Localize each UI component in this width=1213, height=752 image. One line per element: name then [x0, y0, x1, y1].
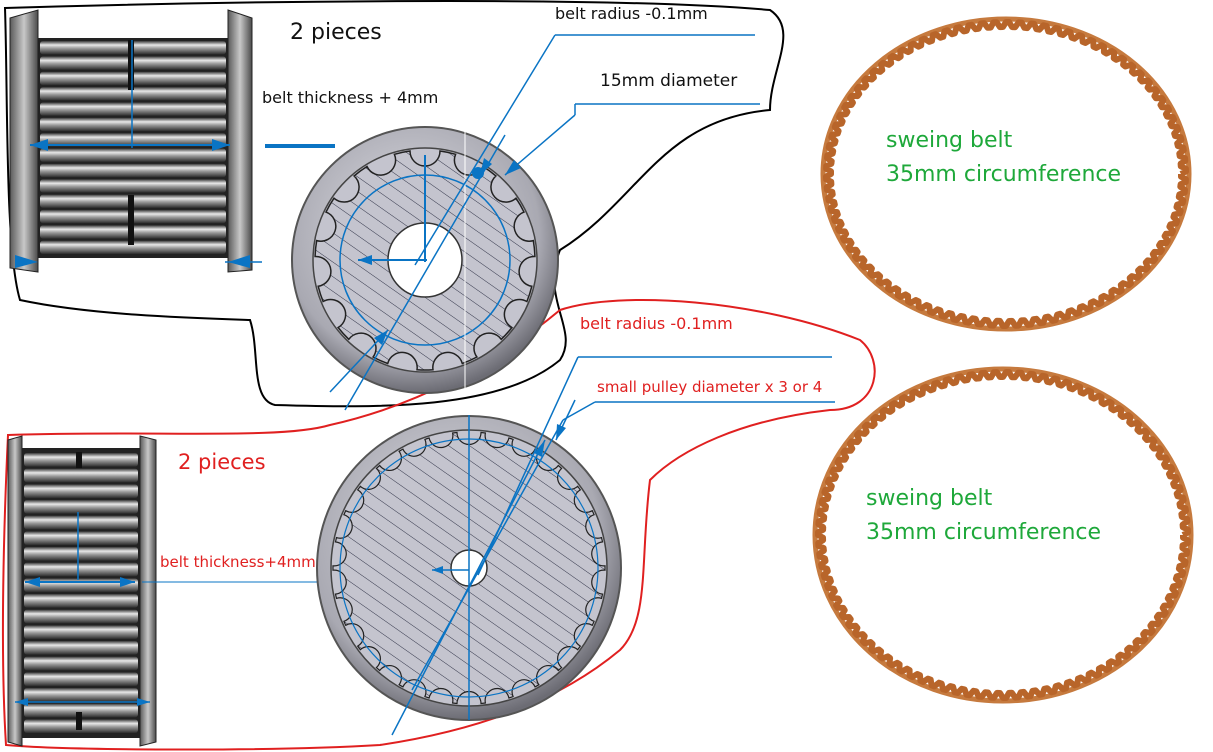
belt-teeth	[815, 369, 1191, 701]
roller-segment	[24, 625, 138, 639]
bottom-section-outline	[1, 299, 876, 751]
top-front-view	[291, 34, 760, 411]
belt-top-circumference: 35mm circumference	[886, 162, 1122, 187]
top-belt-radius-label: belt radius -0.1mm	[555, 4, 708, 23]
roller-segment	[40, 163, 226, 178]
roller-segment	[40, 240, 226, 254]
bottom-belt-radius-label: belt radius -0.1mm	[580, 314, 733, 333]
top-diameter-label: 15mm diameter	[600, 71, 738, 91]
roller-segment	[24, 594, 138, 608]
roller-segment	[24, 500, 138, 514]
bottom-pulley-diameter-label: small pulley diameter x 3 or 4	[597, 378, 823, 396]
bottom-belt-thickness-label: belt thickness+4mm	[160, 553, 316, 571]
roller-segment	[40, 87, 226, 101]
roller-segment	[40, 148, 226, 162]
top-section-outline	[3, 0, 785, 408]
belt-top-name: sweing belt	[886, 128, 1013, 153]
roller-segment	[24, 703, 138, 718]
roller-segment	[24, 641, 138, 655]
roller-segment	[40, 117, 226, 132]
bottom-pieces-label: 2 pieces	[178, 450, 266, 474]
roller-segment	[24, 531, 138, 545]
roller-segment	[24, 468, 138, 483]
top-pieces-label: 2 pieces	[290, 20, 382, 45]
roller-segment	[24, 484, 138, 498]
belt-top	[820, 16, 1192, 332]
bottom-front-view	[316, 356, 835, 736]
top-belt-thickness-label: belt thickness + 4mm	[262, 88, 439, 107]
roller-segment	[24, 688, 138, 702]
belt-bottom-name: sweing belt	[866, 486, 993, 511]
bottom-side-view	[7, 435, 330, 747]
belt-teeth	[823, 19, 1189, 329]
roller-segment	[24, 672, 138, 686]
roller-segment	[24, 515, 138, 530]
roller-segment	[40, 179, 226, 193]
roller-segment	[24, 547, 138, 561]
roller-segment	[24, 656, 138, 671]
roller-segment	[24, 609, 138, 624]
roller-segment	[40, 102, 226, 116]
belt-bottom	[812, 366, 1194, 704]
roller-segment	[24, 562, 138, 577]
belt-bottom-circumference: 35mm circumference	[866, 520, 1102, 545]
top-side-view	[9, 9, 335, 273]
roller-segment	[40, 133, 226, 147]
